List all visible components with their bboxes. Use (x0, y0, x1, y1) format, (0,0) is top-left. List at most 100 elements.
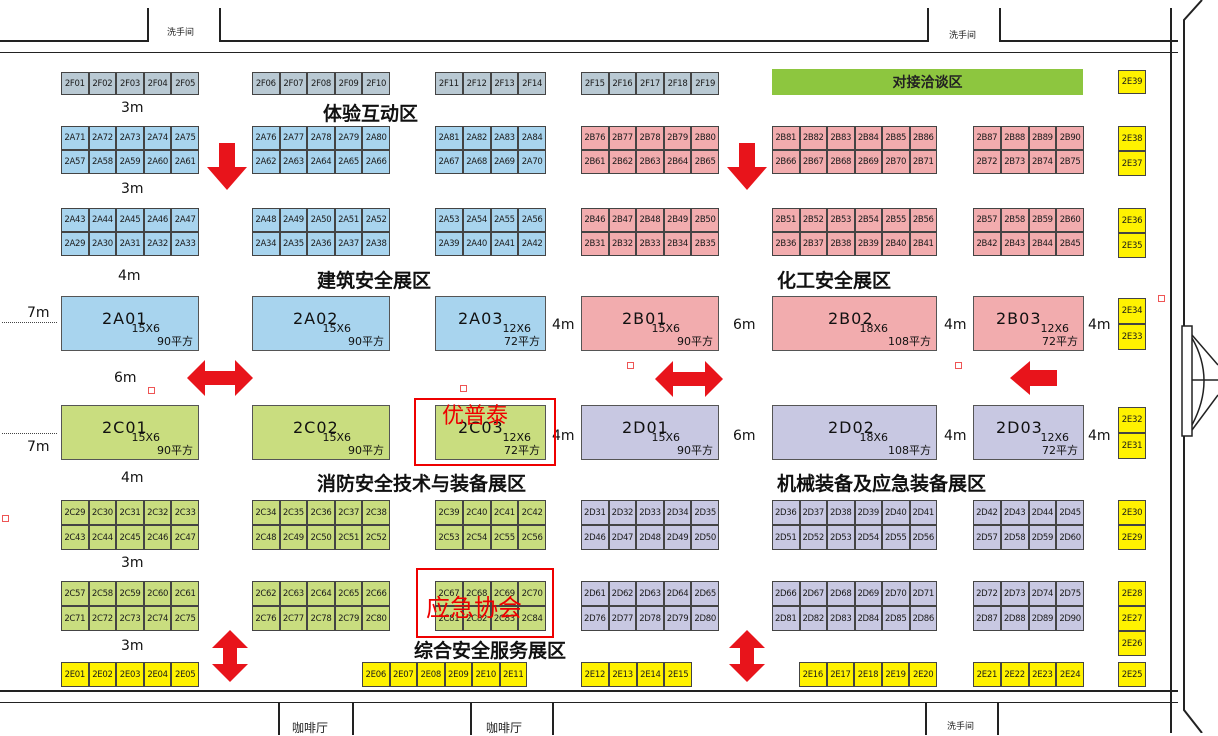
booth-2d02-code: 2D02 (828, 418, 875, 437)
booth-2c44: 2C44 (88, 525, 117, 550)
booth-2c78: 2C78 (307, 606, 335, 631)
booth-2a03-code: 2A03 (458, 309, 504, 328)
booth-2a02-area: 90平方 (348, 335, 384, 348)
booth-2c42: 2C42 (518, 500, 546, 525)
booth-2e05: 2E05 (171, 662, 199, 687)
booth-2b74: 2B74 (1028, 150, 1057, 174)
restroom-bottom-right-label: 洗手间 (947, 722, 975, 732)
booth-2c52: 2C52 (362, 525, 390, 550)
booth-2d34: 2D34 (663, 500, 692, 525)
booth-2d48: 2D48 (636, 525, 664, 550)
arrow-up-down-icon (212, 630, 248, 682)
booth-2b65: 2B65 (691, 150, 719, 174)
booth-2c56: 2C56 (518, 525, 546, 550)
booth-2d46: 2D46 (581, 525, 609, 550)
booth-2c01-area: 90平方 (157, 444, 193, 457)
booth-2b78: 2B78 (636, 126, 664, 150)
booth-2b63: 2B63 (636, 150, 664, 174)
booth-2b87: 2B87 (973, 126, 1001, 150)
booth-2a64: 2A64 (307, 150, 335, 174)
booth-2b66: 2B66 (772, 150, 800, 174)
annotation-upu-text: 优普泰 (442, 404, 509, 429)
booth-2a80: 2A80 (362, 126, 390, 150)
cafe-bottom-2: 咖啡厅 (470, 703, 554, 735)
booth-2d03-dim: 12X6 (1040, 431, 1069, 444)
annotation-upu: 优普泰 (414, 398, 556, 466)
booth-2b34: 2B34 (663, 232, 692, 256)
booth-2a01-area: 90平方 (157, 335, 193, 348)
booth-2c34: 2C34 (252, 500, 280, 525)
booth-2f06: 2F06 (252, 72, 280, 95)
restroom-top-right: 洗手间 (927, 8, 1001, 42)
booth-2f02: 2F02 (88, 72, 117, 95)
bottom-wall (0, 690, 1178, 692)
booth-2c84: 2C84 (518, 606, 546, 631)
booth-2c82: 2C82 (462, 606, 491, 631)
booth-2c70: 2C70 (518, 581, 546, 606)
booth-2b80: 2B80 (691, 126, 719, 150)
booth-2a47: 2A47 (171, 208, 199, 232)
booth-2f13: 2F13 (490, 72, 519, 95)
booth-2a77: 2A77 (279, 126, 308, 150)
booth-2a35: 2A35 (279, 232, 308, 256)
booth-2a46: 2A46 (143, 208, 172, 232)
booth-2b54: 2B54 (854, 208, 882, 232)
booth-row-e-6: 2E25 (1118, 662, 1146, 687)
marker-square (1158, 295, 1165, 302)
booth-2b62: 2B62 (608, 150, 637, 174)
booth-2e33: 2E33 (1118, 324, 1146, 350)
booth-2d67: 2D67 (799, 581, 827, 606)
booth-2d74: 2D74 (1028, 581, 1057, 606)
booth-2b76: 2B76 (581, 126, 609, 150)
booth-2a54: 2A54 (462, 208, 491, 232)
measure-d01-gap: 6m (733, 428, 756, 444)
bottom-wall-inner (0, 702, 1178, 703)
booth-2c37: 2C37 (334, 500, 363, 525)
booth-2c64: 2C64 (307, 581, 335, 606)
booth-2a43: 2A43 (61, 208, 89, 232)
booth-2a72: 2A72 (88, 126, 117, 150)
booth-2c36: 2C36 (307, 500, 335, 525)
booth-2d68: 2D68 (827, 581, 855, 606)
booth-2d87: 2D87 (973, 606, 1001, 631)
booth-2a67: 2A67 (435, 150, 463, 174)
booth-2c58: 2C58 (88, 581, 117, 606)
measure-d02-gap: 4m (944, 428, 967, 444)
booth-2c53: 2C53 (435, 525, 463, 550)
booth-2a73: 2A73 (116, 126, 144, 150)
booth-2c02-code: 2C02 (293, 418, 339, 437)
booth-2e02: 2E02 (88, 662, 117, 687)
booth-2c83: 2C83 (490, 606, 519, 631)
booth-2e09: 2E09 (444, 662, 472, 687)
booth-2b81: 2B81 (772, 126, 800, 150)
booth-2c59: 2C59 (116, 581, 144, 606)
booth-2f07: 2F07 (279, 72, 308, 95)
booth-2b41: 2B41 (909, 232, 937, 256)
booth-2b46: 2B46 (581, 208, 609, 232)
booth-2e24: 2E24 (1056, 662, 1084, 687)
booth-2a70: 2A70 (518, 150, 546, 174)
measure-3m-2: 3m (121, 181, 144, 197)
zone-experience: 体验互动区 (323, 103, 419, 125)
booth-2d57: 2D57 (973, 525, 1001, 550)
booth-2a02-dim: 15X6 (322, 322, 351, 335)
booth-2c43: 2C43 (61, 525, 89, 550)
